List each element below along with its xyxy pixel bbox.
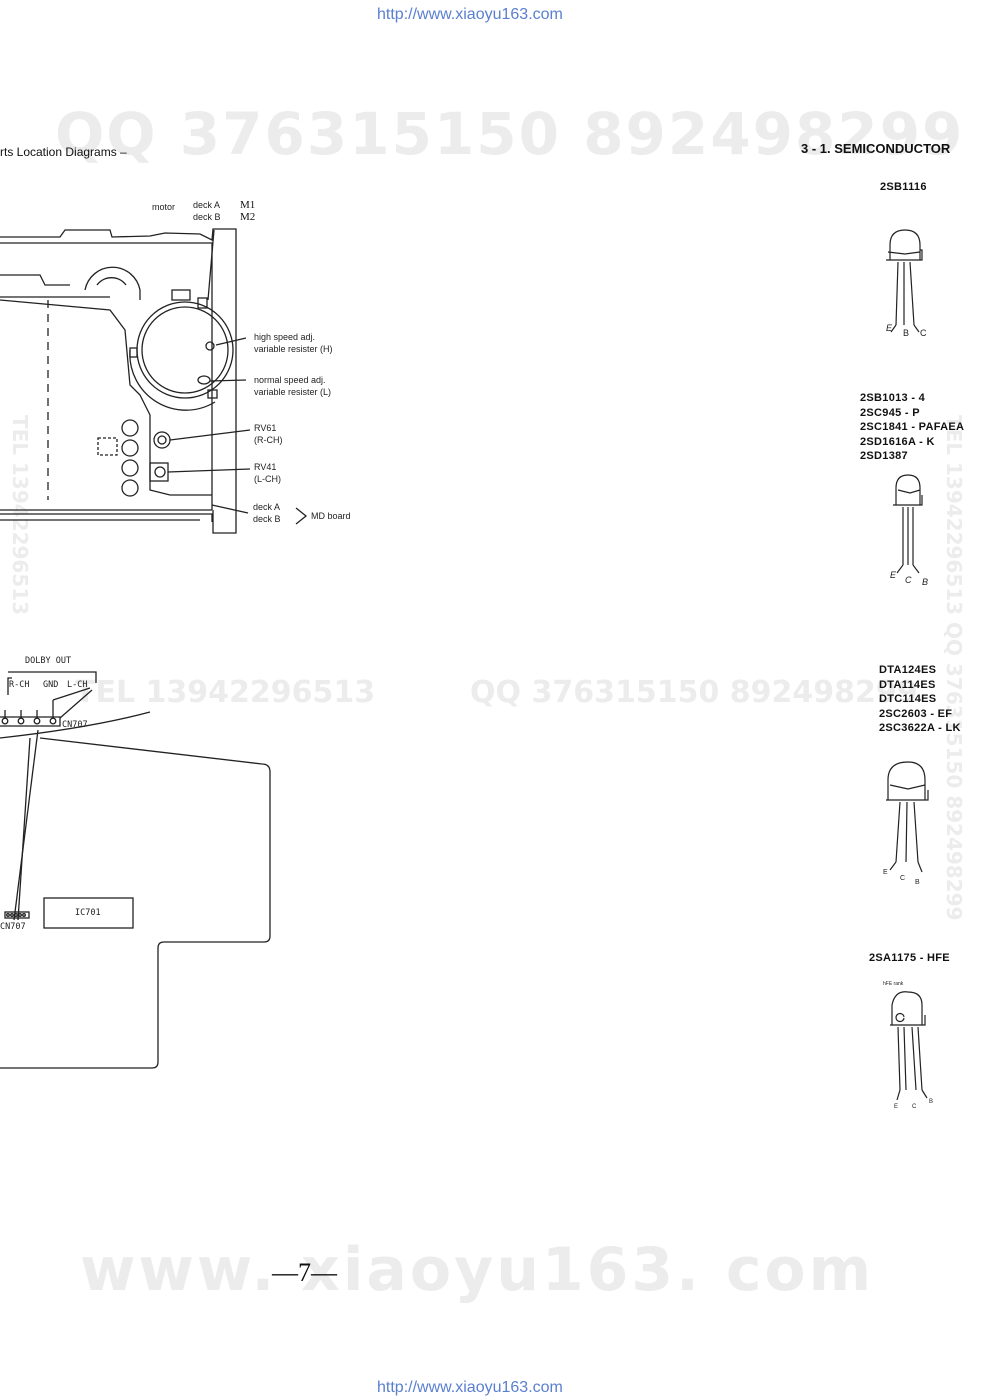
rv41-label: RV41: [254, 462, 277, 472]
pin-label-c: C: [900, 875, 906, 882]
part-number: 2SA1175 - HFE: [869, 952, 950, 964]
motor-deck-b-label: deck B: [193, 212, 221, 222]
footer-url[interactable]: http://www.xiaoyu163.com: [377, 1379, 563, 1396]
part-number: 2SC945 - P: [860, 406, 920, 419]
pin-label-c: C: [920, 328, 927, 338]
watermark-site-bottom: www. xiaoyu163. com: [80, 1235, 875, 1305]
cn707-upper-label: CN707: [62, 720, 88, 730]
high-speed-adj-label: high speed adj.: [254, 332, 316, 342]
pin-label-c: C: [912, 1104, 917, 1110]
part-number: 2SC2603 - EF: [879, 707, 953, 720]
pin-label-e: E: [894, 1104, 899, 1110]
pin-label-b: B: [903, 328, 910, 338]
cn707-lower-label: CN707: [0, 922, 26, 932]
motor-deck-a-label: deck A: [193, 200, 221, 210]
part-number: DTA114ES: [879, 678, 936, 691]
watermark-tel-vertical-right: TEL 13942296513 QQ 376315150 892498299: [942, 415, 966, 921]
part-number: 2SB1116: [880, 181, 927, 193]
rch-label: R-CH: [9, 680, 30, 690]
part-number: DTC114ES: [879, 693, 937, 705]
lch-label: L-CH: [67, 680, 88, 690]
pin-label-b: B: [929, 1099, 934, 1105]
pin-label-e: E: [890, 570, 897, 580]
watermark-tel-vertical-left: TEL 13942296513: [8, 415, 32, 616]
pin-label-b: B: [915, 879, 920, 886]
page-number: —7—: [272, 1258, 337, 1287]
part-number: 2SB1013 - 4: [860, 392, 926, 404]
pin-label-e: E: [883, 869, 888, 876]
pin-label-b: B: [922, 577, 929, 587]
watermark-qq-top: QQ 376315150 892498299: [55, 100, 965, 168]
part-number: 2SD1387: [860, 450, 908, 462]
motor-label: motor: [152, 202, 176, 212]
semiconductor-title: 3 - 1. SEMICONDUCTOR: [801, 141, 951, 156]
ic701-label: IC701: [75, 908, 101, 918]
board-deck-b-label: deck B: [253, 514, 281, 524]
header-url[interactable]: http://www.xiaoyu163.com: [377, 6, 563, 23]
pin-label-e: E: [886, 323, 893, 333]
part-number: 2SD1616A - K: [860, 435, 935, 448]
m2-label: M2: [240, 211, 256, 223]
high-speed-resister-label: variable resister (H): [254, 344, 333, 354]
normal-speed-resister-label: variable resister (L): [254, 387, 332, 397]
watermark-qq-mid: QQ 376315150 892498299: [470, 675, 918, 710]
pin-label-c: C: [905, 575, 912, 585]
left-section-title: rts Location Diagrams –: [0, 145, 127, 159]
gnd-label: GND: [43, 680, 59, 690]
board-deck-a-label: deck A: [253, 502, 281, 512]
hfe-rank-note: hFE rank: [883, 981, 904, 987]
rv61-label: RV61: [254, 423, 277, 433]
normal-speed-adj-label: normal speed adj.: [254, 375, 326, 385]
watermark-tel-mid: TEL 13942296513: [75, 675, 376, 710]
m1-label: M1: [240, 199, 256, 211]
part-number: DTA124ES: [879, 664, 937, 676]
part-number: 2SC1841 - PAFAEA: [860, 421, 965, 433]
md-board-label: MD board: [311, 511, 351, 521]
part-number: 2SC3622A - LK: [879, 722, 961, 734]
dolby-out-label: DOLBY OUT: [25, 656, 72, 666]
rv61-channel-label: (R-CH): [254, 435, 283, 445]
rv41-channel-label: (L-CH): [254, 474, 281, 484]
